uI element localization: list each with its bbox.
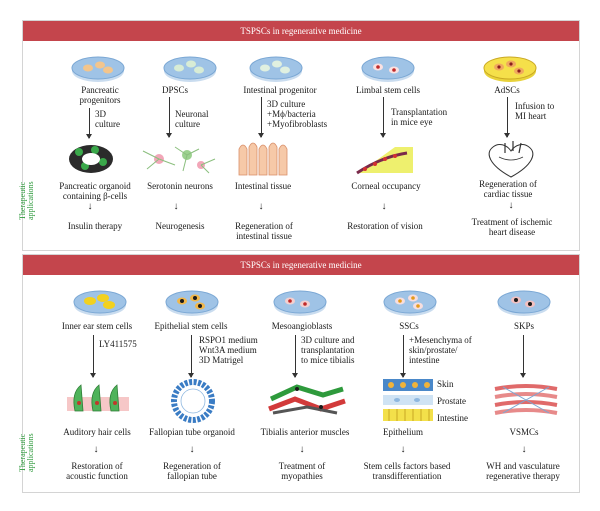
top-arrow-2	[166, 97, 172, 138]
mesoangioblast-dish	[273, 290, 327, 316]
bottom-down-2: ↓	[189, 444, 195, 455]
bottom-source-1: Inner ear stem cells	[61, 321, 133, 331]
bottom-therapeutic-label: Therapeutic applications	[18, 433, 35, 473]
top-source-2: DPSCs	[161, 85, 188, 95]
bottom-layer-skin: Skin	[437, 379, 454, 389]
bottom-tissue-5: VSMCs	[509, 427, 539, 437]
bottom-arrow-2	[188, 335, 194, 378]
top-tissue-1: Pancreatic organoid containing β-cells	[59, 181, 131, 201]
bottom-tissue-2: Fallopian tube organoid	[149, 427, 235, 437]
bottom-layer-intestine: Intestine	[437, 413, 468, 423]
top-tissue-5: Regeneration of cardiac tissue	[479, 179, 537, 199]
top-application-2: Neurogenesis	[155, 221, 205, 231]
top-down-5: ↓	[508, 200, 514, 211]
epithelium-layers-illustration	[383, 379, 433, 421]
top-method-4: Transplantation in mice eye	[391, 107, 448, 127]
top-application-4: Restoration of vision	[347, 221, 423, 231]
bottom-application-2: Regeneration of fallopian tube	[163, 461, 221, 481]
top-source-3: Intestinal progenitor	[243, 85, 317, 95]
top-down-4: ↓	[381, 201, 387, 212]
top-application-3: Regeneration of intestinal tissue	[235, 221, 293, 241]
bottom-application-4: Stem cells factors based transdifferenti…	[363, 461, 451, 481]
top-arrow-1	[86, 108, 92, 139]
top-panel: TSPSCs in regenerative medicine Therapeu…	[18, 20, 580, 251]
top-source-1: Pancreatic progenitors	[79, 85, 121, 105]
inner-ear-dish	[73, 290, 127, 316]
skp-dish	[497, 290, 551, 316]
bottom-tissue-1: Auditory hair cells	[63, 427, 131, 437]
bottom-arrow-1	[90, 335, 96, 378]
corneal-illustration	[356, 147, 413, 175]
dpsc-dish	[163, 56, 217, 82]
top-method-2: Neuronal culture	[175, 109, 209, 129]
top-down-3: ↓	[258, 201, 264, 212]
top-arrow-4	[380, 97, 386, 138]
bottom-arrow-4	[400, 335, 406, 378]
bottom-down-3: ↓	[299, 444, 305, 455]
top-tissue-4: Corneal occupancy	[351, 181, 421, 191]
adsc-dish	[483, 56, 537, 82]
intestinal-tissue-illustration	[238, 142, 288, 176]
top-banner: TSPSCs in regenerative medicine	[23, 21, 579, 41]
ssc-dish	[383, 290, 437, 316]
bottom-banner: TSPSCs in regenerative medicine	[23, 255, 579, 275]
epithelial-dish	[165, 290, 219, 316]
top-therapeutic-label: Therapeutic applications	[18, 181, 35, 221]
bottom-source-4: SSCs	[399, 321, 419, 331]
top-down-1: ↓	[87, 201, 93, 212]
top-source-4: Limbal stem cells	[356, 85, 420, 95]
bottom-application-1: Restoration of acoustic function	[66, 461, 128, 481]
bottom-arrow-5	[520, 335, 526, 378]
bottom-down-5: ↓	[521, 444, 527, 455]
pancreatic-dish	[71, 56, 125, 82]
bottom-method-1: LY411575	[99, 339, 137, 349]
top-method-1: 3D culture	[95, 109, 120, 129]
bottom-tissue-4: Epithelium	[383, 427, 423, 437]
bottom-source-5: SKPs	[513, 321, 534, 331]
intestinal-dish	[249, 56, 303, 82]
bottom-panel: TSPSCs in regenerative medicine Therapeu…	[18, 254, 580, 493]
fallopian-organoid-illustration	[171, 379, 215, 423]
bottom-layer-prostate: Prostate	[437, 396, 466, 406]
auditory-hair-cells-illustration	[67, 384, 129, 412]
top-tissue-2: Serotonin neurons	[147, 181, 213, 191]
bottom-down-4: ↓	[400, 444, 406, 455]
top-method-5: Infusion to MI heart	[515, 101, 555, 121]
tibialis-muscle-illustration	[268, 384, 346, 415]
vsmc-illustration	[494, 384, 558, 415]
top-arrow-5	[504, 97, 510, 138]
top-application-5: Treatment of ischemic heart disease	[471, 217, 553, 237]
limbal-dish	[361, 56, 415, 82]
bottom-application-3: Treatment of myopathies	[278, 461, 326, 481]
top-source-5: AdSCs	[494, 85, 520, 95]
bottom-method-3: 3D culture and transplantation to mice t…	[301, 335, 355, 365]
bottom-tissue-3: Tibialis anterior muscles	[260, 427, 350, 437]
bottom-source-2: Epithelial stem cells	[154, 321, 228, 331]
top-down-2: ↓	[173, 201, 179, 212]
serotonin-neurons-illustration	[142, 146, 216, 174]
bottom-arrow-3	[292, 335, 298, 378]
heart-illustration	[488, 141, 534, 178]
top-application-1: Insulin therapy	[67, 221, 123, 231]
bottom-method-4: +Mesenchyma of skin/prostate/ intestine	[409, 335, 472, 365]
top-tissue-3: Intestinal tissue	[234, 181, 292, 191]
top-arrow-3	[258, 97, 264, 138]
pancreatic-organoid-illustration	[69, 145, 113, 173]
bottom-source-3: Mesoangioblasts	[271, 321, 333, 331]
bottom-method-2: RSPO1 medium Wnt3A medium 3D Matrigel	[199, 335, 258, 365]
bottom-application-5: WH and vasculature regenerative therapy	[486, 461, 560, 481]
bottom-down-1: ↓	[93, 444, 99, 455]
top-method-3: 3D culture +Mϕ/bacteria +Myofibroblasts	[267, 99, 328, 129]
